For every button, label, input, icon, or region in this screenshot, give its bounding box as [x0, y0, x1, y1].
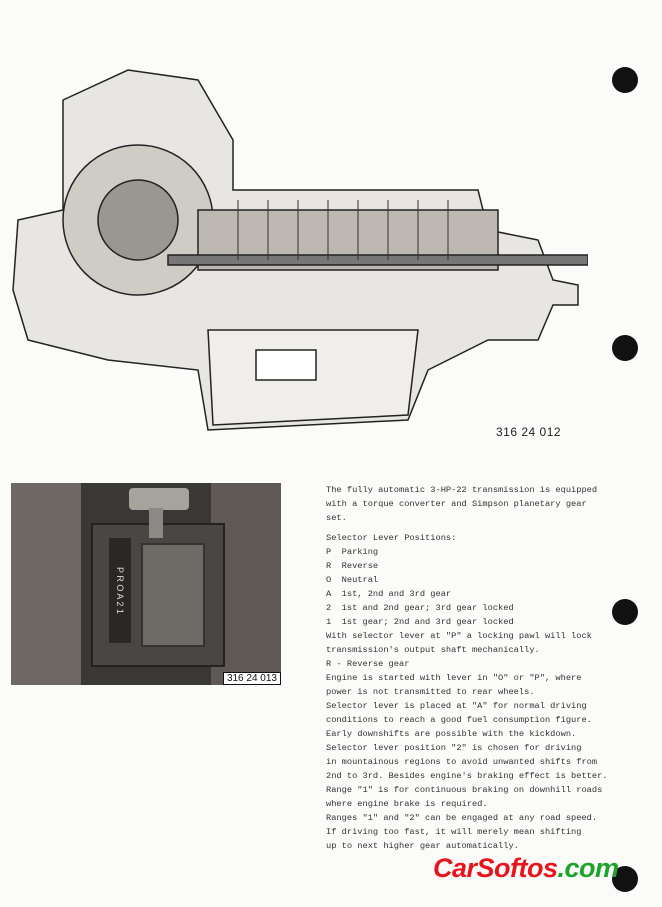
figure-label-photo: 316 24 013 — [222, 672, 281, 685]
selector-lever-photo: P R O A 2 1 316 24 013 — [11, 483, 281, 685]
text-line: P Parking — [326, 547, 379, 557]
text-line: 2 1st and 2nd gear; 3rd gear locked — [326, 603, 514, 613]
text-line: power is not transmitted to rear wheels. — [326, 687, 535, 697]
text-line: Selector lever position "2" is chosen fo… — [326, 743, 582, 753]
figure-label-transmission: 316 24 012 — [496, 425, 562, 439]
watermark-logo: CarSoftos.com — [433, 853, 619, 884]
intro-line: The fully automatic 3-HP-22 transmission… — [326, 485, 598, 495]
text-line: in mountainous regions to avoid unwanted… — [326, 757, 598, 767]
transmission-cutaway-illustration — [12, 69, 588, 431]
text-line: Range "1" is for continuous braking on d… — [326, 785, 603, 795]
text-line: 1 1st gear; 2nd and 3rd gear locked — [326, 617, 514, 627]
binder-hole-icon — [612, 866, 638, 892]
text-line: O Neutral — [326, 575, 379, 585]
intro-line: with a torque converter and Simpson plan… — [326, 499, 587, 509]
text-line: A 1st, 2nd and 3rd gear — [326, 589, 452, 599]
binder-hole-icon — [612, 335, 638, 361]
text-line: With selector lever at "P" a locking paw… — [326, 631, 592, 641]
text-line: If driving too fast, it will merely mean… — [326, 827, 582, 837]
text-line: up to next higher gear automatically. — [326, 841, 519, 851]
text-line: Ranges "1" and "2" can be engaged at any… — [326, 813, 598, 823]
text-line: Early downshifts are possible with the k… — [326, 729, 577, 739]
gear-gate-letters: P R O A 2 1 — [109, 538, 131, 643]
text-line: where engine brake is required. — [326, 799, 488, 809]
text-line: R Reverse — [326, 561, 379, 571]
intro-line: set. — [326, 513, 347, 523]
text-line: R - Reverse gear — [326, 659, 410, 669]
text-line: transmission's output shaft mechanically… — [326, 645, 540, 655]
text-line: 2nd to 3rd. Besides engine's braking eff… — [326, 771, 608, 781]
binder-hole-icon — [612, 67, 638, 93]
text-line: conditions to reach a good fuel consumpt… — [326, 715, 592, 725]
watermark-tld: .com — [557, 853, 620, 883]
binder-hole-icon — [612, 599, 638, 625]
text-line: Engine is started with lever in "O" or "… — [326, 673, 582, 683]
text-line: Selector Lever Positions: — [326, 533, 457, 543]
body-text: The fully automatic 3-HP-22 transmission… — [326, 483, 616, 853]
watermark-brand: CarSoftos — [433, 853, 558, 883]
text-line: Selector lever is placed at "A" for norm… — [326, 701, 587, 711]
